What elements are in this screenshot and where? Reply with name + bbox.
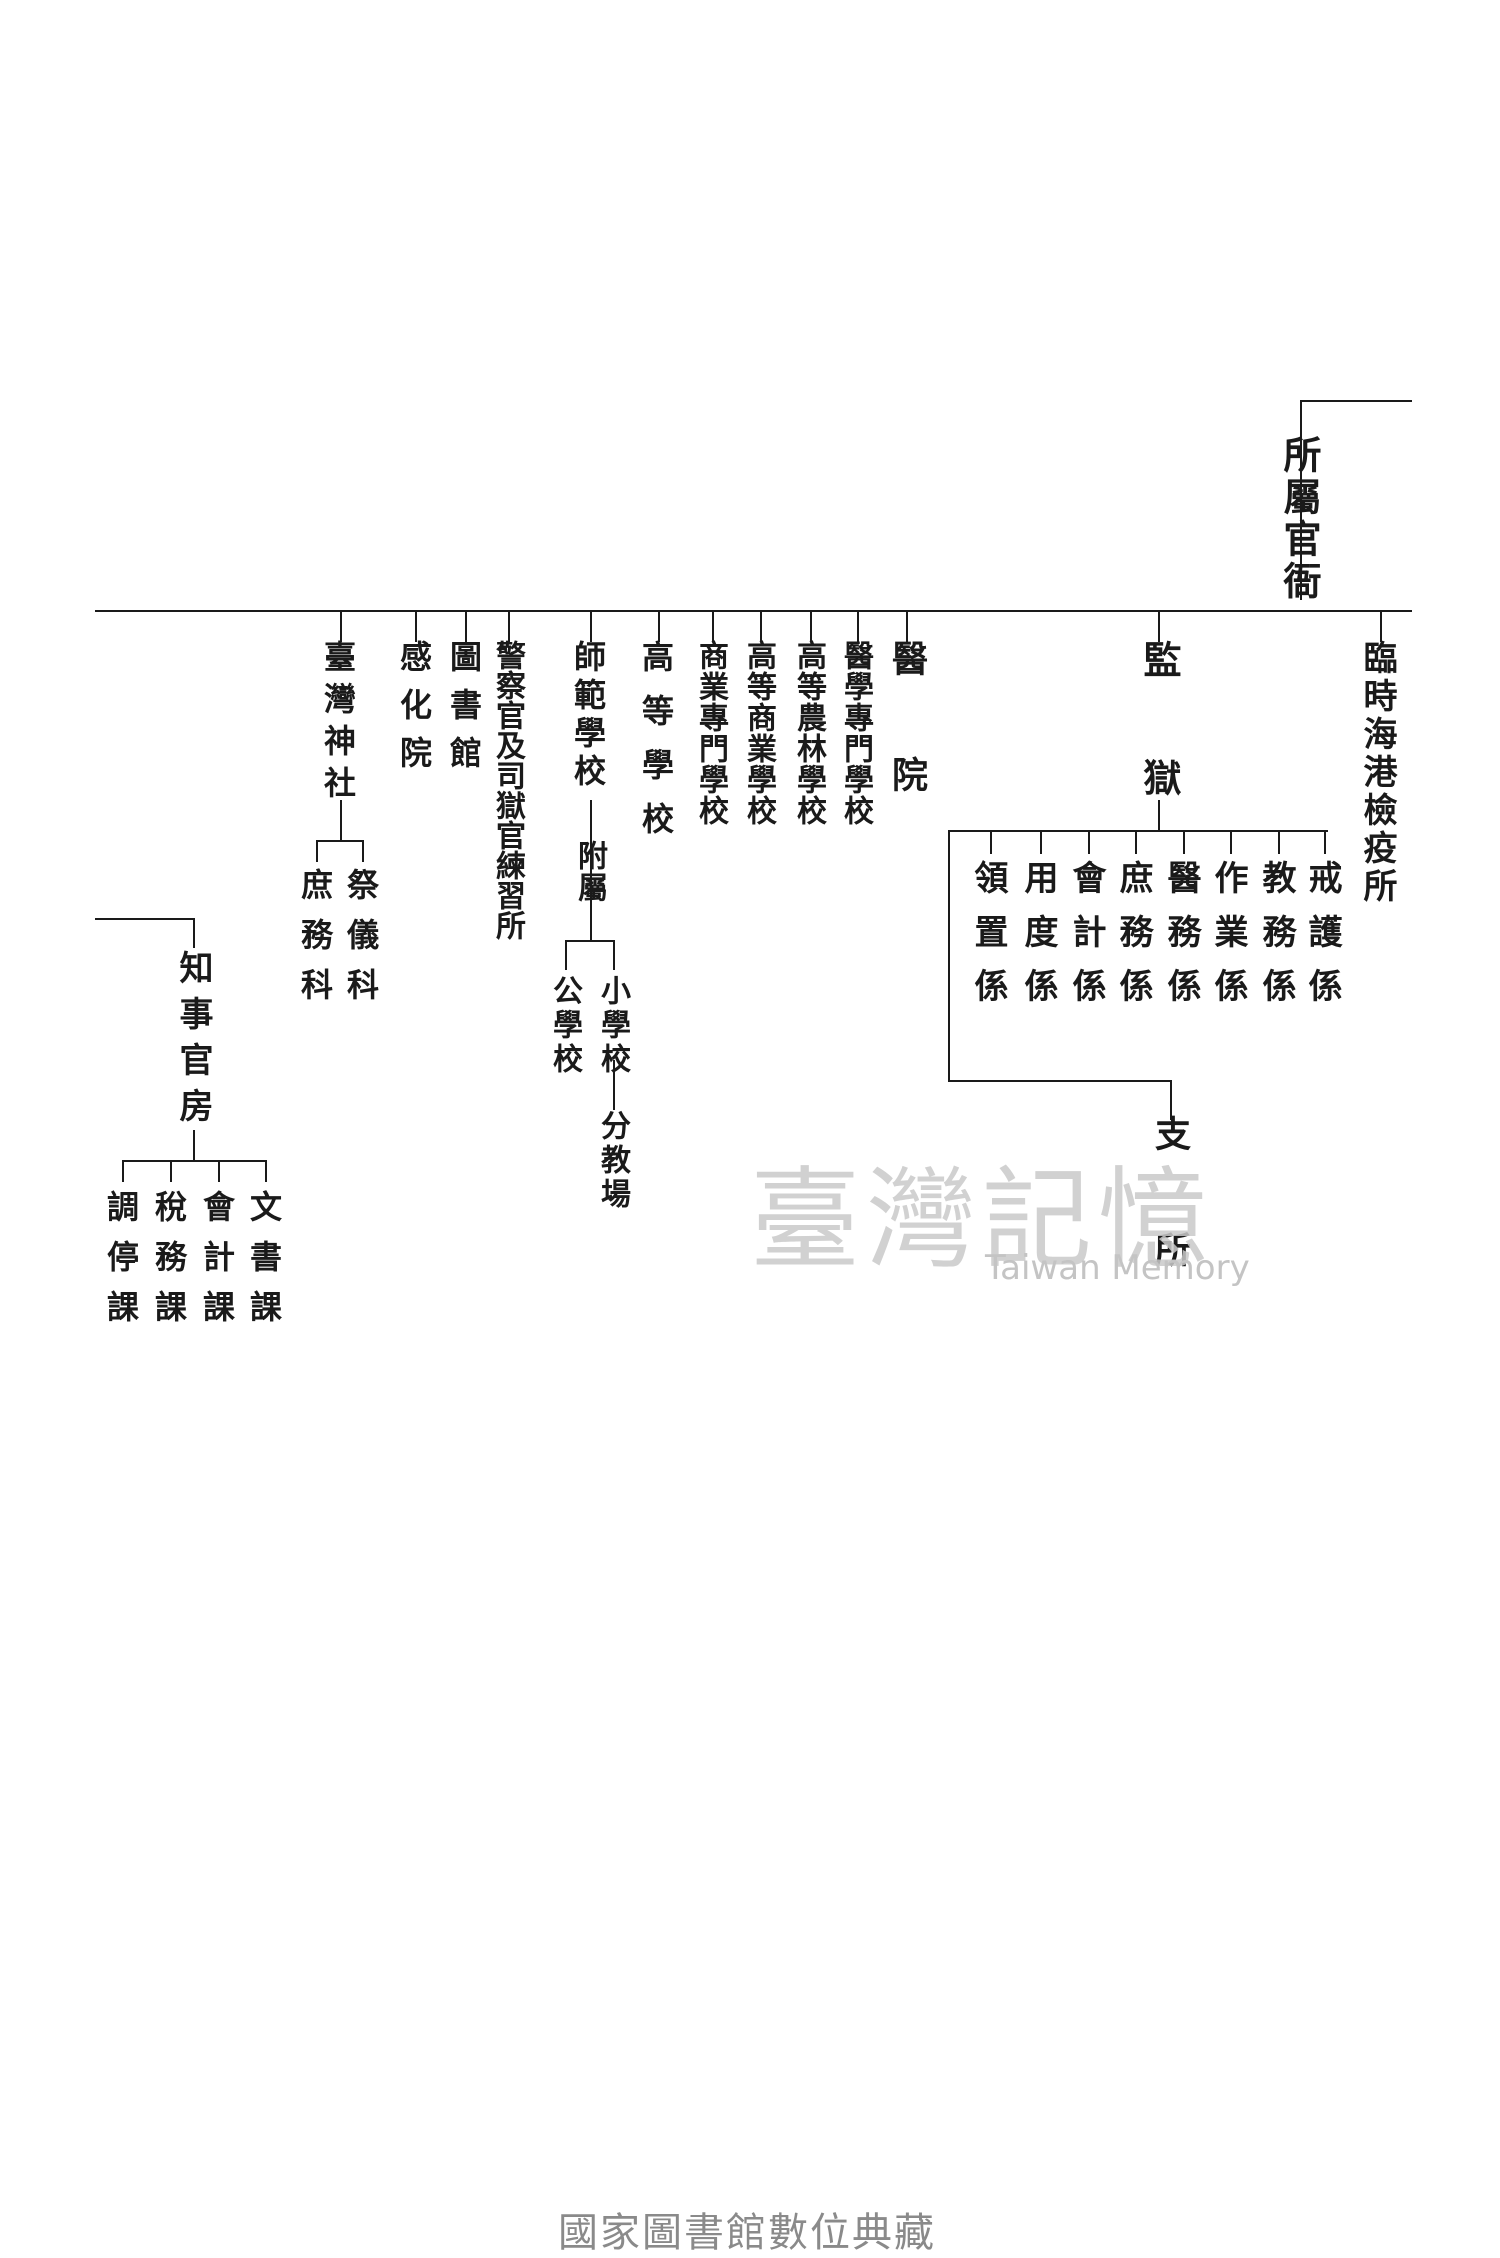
prison-sec-tick-6 (1088, 832, 1090, 854)
prison-sections-top (948, 830, 1328, 832)
prison-section-3: 作業係 (1208, 860, 1248, 1022)
prison-sec-tick-1 (1324, 832, 1326, 854)
elementary-school-label: 小學校 (595, 975, 630, 1077)
quarantine-tick (1380, 612, 1382, 642)
shrine-down-line (340, 800, 342, 840)
agri-school-tick (810, 612, 812, 642)
prison-sec-tick-5 (1135, 832, 1137, 854)
governor-top-line (95, 918, 195, 920)
quarantine-label: 臨時海港檢疫所 (1357, 640, 1397, 906)
header-label: 所屬官衙 (1277, 435, 1322, 603)
reformatory-tick (415, 612, 417, 642)
header-vertical-line (1300, 400, 1302, 600)
prison-label: 監獄 (1137, 640, 1182, 876)
shrine-section-1: 祭儀科 (342, 868, 380, 1018)
police-training-tick (508, 612, 510, 642)
main-horizontal-line (95, 610, 1412, 612)
governor-sections-top (122, 1160, 267, 1162)
elementary-branch-line (613, 1060, 615, 1110)
prison-sec-tick-2 (1278, 832, 1280, 854)
governor-sec-tick-1 (265, 1160, 267, 1182)
normal-school-label: 師範學校 (569, 640, 607, 792)
attached-label: 附屬 (572, 840, 607, 904)
prison-sec-tick-8 (990, 832, 992, 854)
medical-school-tick (857, 612, 859, 642)
watermark-english: Taiwan Memory (985, 1248, 1250, 1288)
prison-bracket-bottom (948, 1080, 1172, 1082)
commerce-school-tick (712, 612, 714, 642)
shrine-sec-tick-1 (362, 840, 364, 862)
governor-office-label: 知事官房 (173, 950, 213, 1134)
prison-section-7: 用度係 (1018, 860, 1058, 1022)
prison-down-line (1158, 800, 1160, 830)
watermark-chinese: 臺灣記憶 (750, 1156, 1214, 1284)
prison-sec-tick-3 (1230, 832, 1232, 854)
prison-branch-tick (1170, 1080, 1172, 1120)
governor-section-4: 調停課 (102, 1190, 140, 1340)
prison-section-4: 醫務係 (1161, 860, 1201, 1022)
governor-sec-tick-3 (170, 1160, 172, 1182)
prison-sec-tick-4 (1183, 832, 1185, 854)
prison-section-2: 教務係 (1256, 860, 1296, 1022)
prison-section-8: 領置係 (968, 860, 1008, 1022)
higher-school-tick (658, 612, 660, 642)
higher-school-label: 高等學校 (637, 640, 675, 856)
library-label: 圖書館 (445, 640, 483, 784)
hospital-tick (906, 612, 908, 642)
governor-sec-tick-4 (122, 1160, 124, 1182)
shrine-section-2: 庶務科 (296, 868, 334, 1018)
hospital-label: 醫院 (886, 640, 928, 872)
elementary-school-tick (613, 940, 615, 970)
shrine-sec-tick-2 (316, 840, 318, 862)
governor-section-3: 稅務課 (150, 1190, 188, 1340)
footer-text: 國家圖書館數位典藏 (558, 2210, 936, 2256)
branch-teaching-label: 分教場 (595, 1110, 630, 1212)
governor-vertical-line (193, 918, 195, 948)
normal-school-tick (590, 612, 592, 642)
library-tick (465, 612, 467, 642)
police-training-label: 警察官及司獄官練習所 (490, 640, 525, 940)
governor-sec-tick-2 (218, 1160, 220, 1182)
shrine-sub-top (316, 840, 364, 842)
normal-attached-line (590, 800, 592, 940)
reformatory-label: 感化院 (395, 640, 433, 784)
prison-tick (1158, 612, 1160, 642)
higher-commerce-label: 高等商業學校 (741, 640, 776, 826)
header-top-line (1300, 400, 1412, 402)
prison-section-6: 會計係 (1066, 860, 1106, 1022)
prison-branch-label: 支所 (1149, 1115, 1191, 1347)
normal-sub-top (565, 940, 615, 942)
prison-section-5: 庶務係 (1113, 860, 1153, 1022)
prison-bracket-left (948, 830, 950, 1080)
prison-sec-tick-7 (1040, 832, 1042, 854)
prison-section-1: 戒護係 (1302, 860, 1342, 1022)
governor-section-1: 文書課 (245, 1190, 283, 1340)
public-school-label: 公學校 (547, 975, 582, 1077)
governor-down-line (193, 1130, 195, 1160)
governor-section-2: 會計課 (198, 1190, 236, 1340)
shrine-tick (340, 612, 342, 642)
public-school-tick (565, 940, 567, 970)
medical-school-label: 醫學專門學校 (838, 640, 873, 826)
commerce-school-label: 商業專門學校 (693, 640, 728, 826)
agri-school-label: 高等農林學校 (791, 640, 826, 826)
shrine-label: 臺灣神社 (319, 640, 357, 808)
higher-commerce-tick (760, 612, 762, 642)
